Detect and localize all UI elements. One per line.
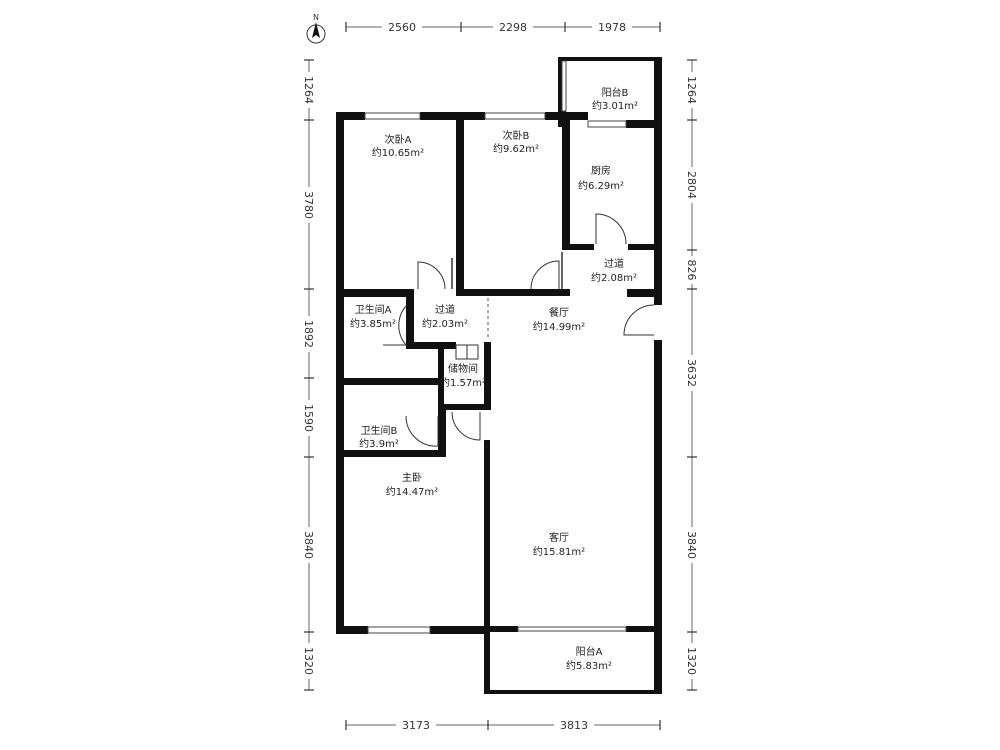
dim-right-1: 1264 [685,76,698,104]
room-name: 厨房 [591,164,611,177]
dim-bottom-1: 3173 [402,719,430,732]
room-area: 约2.03m² [422,317,468,330]
room-living: 客厅 约15.81m² [533,531,585,558]
dim-left-2: 3780 [302,191,315,219]
door-bedroom-a [417,261,446,290]
room-name: 阳台A [576,645,603,658]
room-area: 约14.47m² [386,485,438,498]
dim-right-2: 2804 [685,171,698,199]
room-area: 约3.85m² [350,317,396,330]
room-storage: 储物间 约1.57m² [440,362,486,389]
dim-right-6: 1320 [685,647,698,675]
dimensions-top: 2560 2298 1978 [345,20,661,34]
door-master-bedroom [451,411,481,441]
dim-left-5: 3840 [302,531,315,559]
dim-left-4: 1590 [302,404,315,432]
room-kitchen: 厨房 约6.29m² [578,164,624,192]
compass-label: N [313,13,319,22]
room-area: 约2.08m² [591,271,637,284]
dim-left-3: 1892 [302,320,315,348]
dim-left-1: 1264 [302,76,315,104]
room-name: 次卧B [503,129,530,142]
door-bathroom-a [383,305,408,346]
room-balcony-a: 阳台A 约5.83m² [566,645,612,672]
room-name: 主卧 [402,471,422,484]
room-labels: 阳台B 约3.01m² 次卧A 约10.65m² 次卧B 约9.62m² 厨房 … [350,86,638,672]
room-corridor-2: 过道 约2.03m² [422,303,468,330]
dimensions-left: 1264 3780 1892 1590 3840 1320 [302,59,316,691]
dim-top-2: 2298 [499,21,527,34]
room-area: 约3.01m² [592,99,638,112]
room-dining: 餐厅 约14.99m² [533,306,585,333]
room-name: 餐厅 [549,306,569,319]
room-area: 约5.83m² [566,659,612,672]
room-name: 阳台B [602,86,629,99]
door-bathroom-b [405,415,439,447]
dim-left-6: 1320 [302,647,315,675]
dim-top-3: 1978 [598,21,626,34]
door-entry [623,304,655,336]
compass: N [306,13,326,44]
room-name: 客厅 [549,531,569,544]
room-name: 卫生间B [361,424,398,437]
room-balcony-b: 阳台B 约3.01m² [592,86,638,112]
north-arrow-icon [312,22,320,38]
doors [383,213,655,447]
room-name: 储物间 [448,362,478,375]
room-corridor-1: 过道 约2.08m² [591,257,637,284]
dim-right-4: 3632 [685,359,698,387]
room-area: 约6.29m² [578,179,624,192]
door-bedroom-b [530,260,560,290]
room-area: 约10.65m² [372,146,424,159]
room-name: 次卧A [385,133,412,146]
room-name: 过道 [435,303,455,316]
room-master-bedroom: 主卧 约14.47m² [386,471,438,498]
room-name: 过道 [604,257,624,270]
room-bedroom-b: 次卧B 约9.62m² [493,129,539,155]
room-bathroom-b: 卫生间B 约3.9m² [359,424,399,450]
room-name: 卫生间A [355,303,392,316]
room-bedroom-a: 次卧A 约10.65m² [372,133,424,159]
room-area: 约14.99m² [533,320,585,333]
dim-bottom-2: 3813 [560,719,588,732]
dimensions-bottom: 3173 3813 [345,718,661,732]
room-area: 约3.9m² [359,437,399,450]
windows [364,60,627,634]
room-area: 约15.81m² [533,545,585,558]
dim-right-3: 826 [685,260,698,281]
room-bathroom-a: 卫生间A 约3.85m² [350,303,396,330]
dim-top-1: 2560 [388,21,416,34]
room-area: 约1.57m² [440,376,486,389]
room-area: 约9.62m² [493,142,539,155]
door-kitchen [595,213,627,245]
dim-right-5: 3840 [685,531,698,559]
dimensions-right: 1264 2804 826 3632 3840 1320 [685,59,699,691]
walls [336,57,662,694]
